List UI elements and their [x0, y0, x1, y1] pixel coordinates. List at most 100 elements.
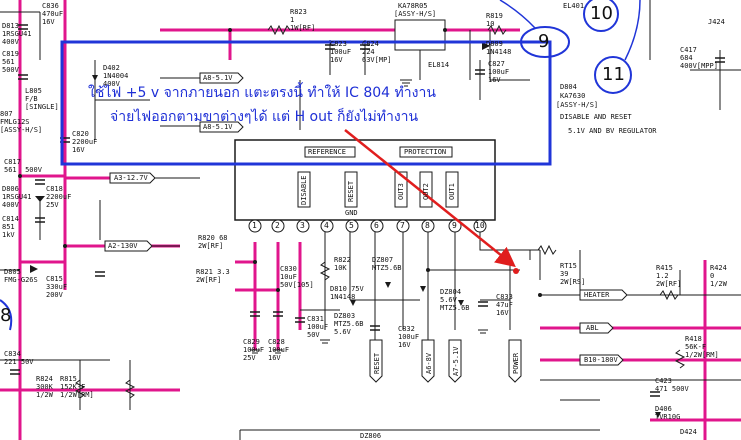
marker-8: 8 — [0, 305, 12, 326]
pin-3: 3 — [300, 221, 305, 230]
label-c827: C827 100uF 16V — [488, 60, 510, 84]
label-c815: C815 330uF 200V — [46, 275, 68, 299]
bus-heater: HEATER — [584, 291, 610, 299]
pin-7: 7 — [400, 221, 405, 230]
label-c829: C829 100uF 25V — [243, 338, 265, 362]
pin-5: 5 — [349, 221, 354, 230]
label-r815: R815 152K-F 1/2W[RM] — [60, 375, 94, 399]
pin-9: 9 — [452, 221, 457, 230]
label-d813: D813 1RSGU41 400V — [2, 22, 32, 46]
label-c417: C417 684 400V[MPP] — [680, 46, 718, 70]
label-fmlg: 807 FMLG12S [ASSY-H/S] — [0, 110, 43, 134]
label-d406: D406 TVR10G — [655, 405, 681, 421]
label-r415: R415 1.2 2W[RF] — [656, 264, 682, 288]
ic-pin-out1: OUT1 — [448, 183, 456, 200]
label-c819: C819 561 500V — [2, 50, 19, 74]
label-r820: R820 68 2W[RF] — [198, 234, 228, 250]
bus-abl: ABL — [586, 324, 599, 332]
annotation-line-2: จ่ายไฟออกตามขาต่างๆได้ แต่ H out ก็ยังไม… — [110, 109, 419, 125]
regulator-assy: [ASSY-H/S] — [556, 101, 599, 109]
label-c828: C828 100uF 16V — [268, 338, 290, 362]
pin-6: 6 — [374, 221, 379, 230]
label-d402: D402 1N4004 400V — [103, 64, 129, 88]
bus-a3: A3-12.7V — [114, 174, 148, 182]
bus-power: POWER — [512, 352, 520, 374]
regulator-name: D804 — [560, 83, 577, 91]
label-c836: C836 470uF 16V — [42, 2, 64, 26]
label-el814: EL814 — [428, 61, 450, 69]
label-dz803: DZ803 MTZ5.6B 5.6V — [334, 312, 364, 336]
marker-10-circle — [583, 0, 619, 32]
label-r418: R418 56K-F 1/2W[RM] — [685, 335, 719, 359]
ic-name: KA78R05 — [398, 2, 428, 10]
ground-symbols — [250, 79, 488, 354]
label-c830: C830 10uF 50V[105] — [280, 265, 314, 289]
marker-9-ellipse — [520, 26, 570, 58]
bus-b10: B10-180V — [584, 356, 618, 364]
label-r819: R819 10 — [486, 12, 503, 28]
label-dz806: DZ806 — [360, 432, 382, 440]
label-dz804: DZ804 5.6V MTZ5.6B — [440, 288, 470, 312]
marker-11: 11 — [602, 64, 625, 85]
label-r823: R823 1 1W[RF] — [290, 8, 316, 32]
junction-dots — [18, 28, 542, 297]
marker-9: 9 — [538, 31, 550, 52]
ic-pin-circles — [248, 219, 487, 233]
label-c831: C831 100uF 50V — [307, 315, 329, 339]
marker-11-circle — [594, 56, 632, 94]
ic-pin-reset: RESET — [347, 180, 355, 202]
ic-pin-out2: OUT2 — [422, 183, 430, 200]
bus-a2: A2-130V — [108, 242, 138, 250]
capacitor-symbols — [10, 24, 725, 397]
pin-4: 4 — [324, 221, 329, 230]
ic-pin-disable: DISABLE — [300, 175, 308, 205]
label-el401: EL401 — [563, 2, 585, 10]
label-d805: D805 FMG-G26S — [4, 268, 38, 284]
pin-1: 1 — [252, 221, 257, 230]
label-r824: R824 300K 1/2W — [36, 375, 53, 399]
label-d810: D810 75V 1N4148 — [330, 285, 364, 301]
regulator-desc2: 5.1V AND BV REGULATOR — [568, 127, 657, 135]
ic-gnd: GND — [345, 209, 358, 217]
ic-pin-out3: OUT3 — [397, 183, 405, 200]
label-d424: D424 — [680, 428, 697, 436]
label-r424: R424 0 1/2W — [710, 264, 727, 288]
touch-point-dot — [513, 268, 519, 274]
label-c823: C823 100uF 16V — [330, 40, 352, 64]
label-c817: C817 561 500V — [4, 158, 42, 174]
label-dz807: DZ807 MTZ5.6B — [372, 256, 402, 272]
pin-10: 10 — [475, 221, 485, 230]
label-r822: R822 10K — [334, 256, 351, 272]
label-d809: D809 1N4148 — [486, 40, 512, 56]
annotation-box — [60, 40, 552, 166]
ic-assy: [ASSY-H/S] — [394, 10, 437, 18]
regulator-desc: DISABLE AND RESET — [560, 113, 632, 121]
label-c423: C423 471 500V — [655, 377, 689, 393]
label-c814: C814 851 1kV — [2, 215, 19, 239]
label-c820: C820 2200uF 16V — [72, 130, 98, 154]
regulator-part: KA7630 — [560, 92, 586, 100]
red-arrow — [344, 129, 516, 268]
bus-a8-mid: A8-5.1V — [203, 123, 233, 131]
bus-a8-top: A8-5.1V — [203, 74, 233, 82]
label-c832: C832 100uF 16V — [398, 325, 420, 349]
label-rt15: RT15 39 2W[RS] — [560, 262, 586, 286]
ic-reference-label: REFERENCE — [308, 148, 346, 156]
label-c834: C834 221 50V — [4, 350, 34, 366]
label-r821: R821 3.3 2W[RF] — [196, 268, 230, 284]
pin-8: 8 — [425, 221, 430, 230]
label-c824: C824 224 63V[MP] — [362, 40, 392, 64]
label-d806: D806 1RSGU41 400V — [2, 185, 32, 209]
ic-804-body — [234, 139, 496, 221]
ic-protection-label: PROTECTION — [404, 148, 447, 156]
resistor-symbols — [74, 24, 686, 399]
bus-a7: A7-5.1V — [452, 346, 460, 376]
pin-2: 2 — [275, 221, 280, 230]
bus-a6: A6-8V — [425, 352, 433, 374]
label-l805: L805 F/B [SINGLE] — [25, 87, 59, 111]
diode-symbols — [30, 42, 661, 418]
